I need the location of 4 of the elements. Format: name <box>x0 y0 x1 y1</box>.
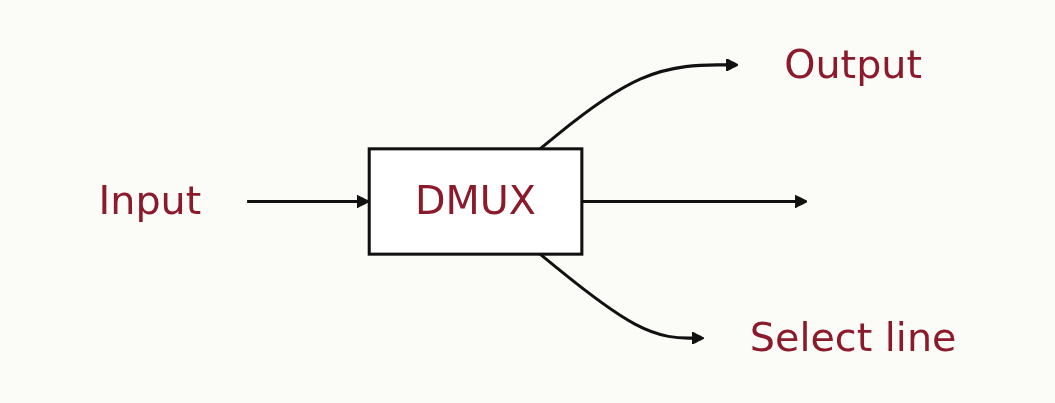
node-text: Input <box>98 177 202 224</box>
node-box: DMUX <box>367 147 584 256</box>
node-text: Select line <box>749 314 957 361</box>
node-text: Output <box>784 41 923 88</box>
